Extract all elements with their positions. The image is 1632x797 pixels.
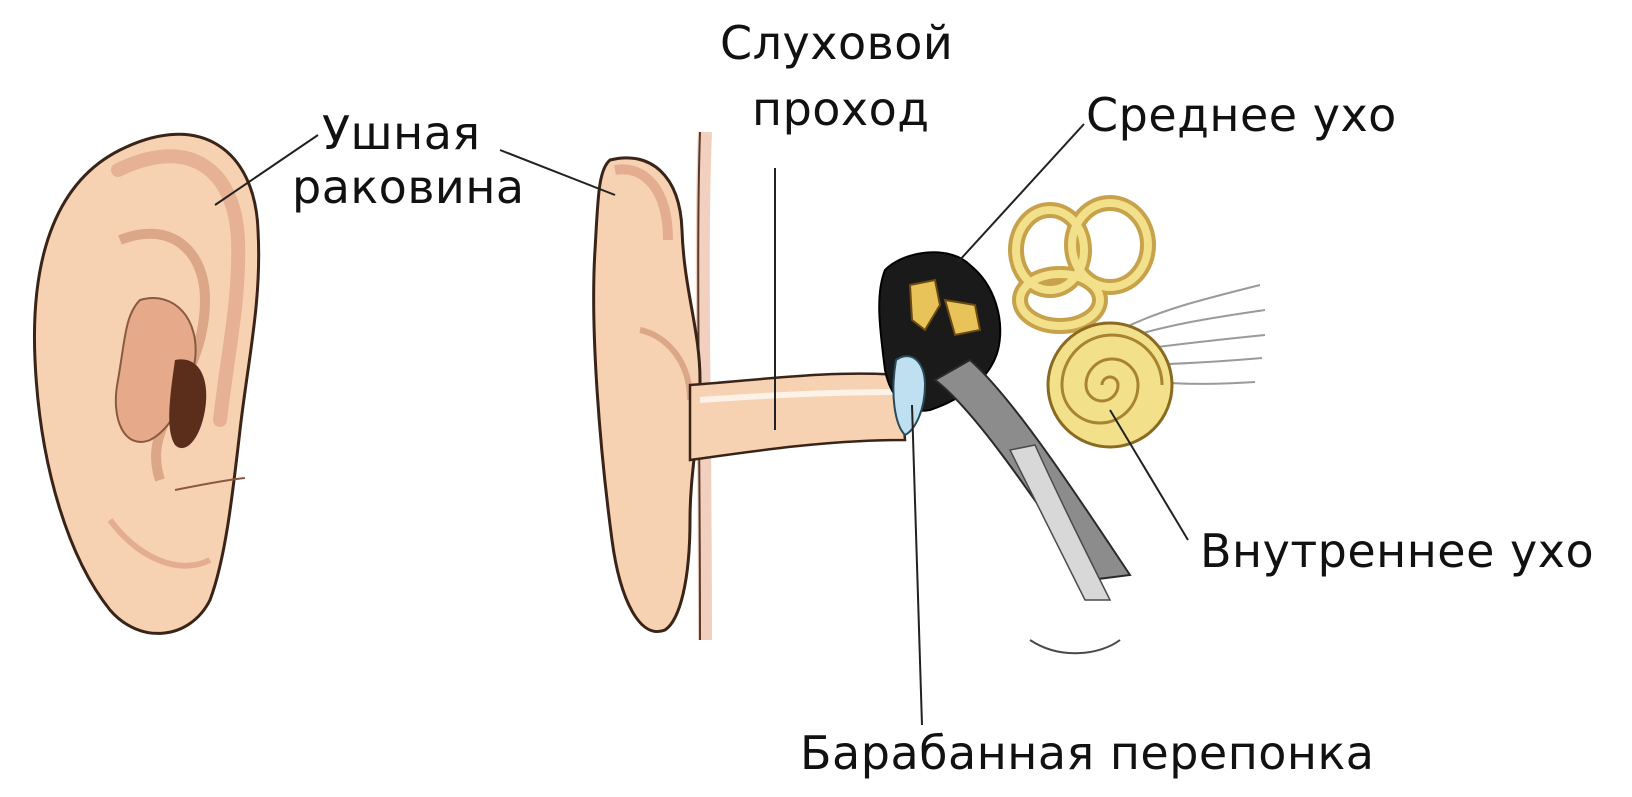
label-ear-canal-line2: проход	[752, 82, 953, 136]
external-ear-illustration	[34, 134, 258, 633]
label-ear-canal-line1: Слуховой	[720, 16, 953, 70]
leader-line-eardrum	[912, 405, 922, 725]
cochlea-illustration	[1048, 323, 1172, 447]
label-pinna: Ушная раковина	[322, 106, 525, 214]
label-pinna-line2: раковина	[292, 160, 525, 214]
label-middle-ear: Среднее ухо	[1086, 88, 1397, 142]
label-inner-ear: Внутреннее ухо	[1200, 524, 1594, 578]
label-pinna-line1: Ушная	[322, 106, 525, 160]
label-eardrum: Барабанная перепонка	[800, 726, 1374, 780]
ear-cross-section-illustration	[594, 132, 1265, 653]
label-ear-canal: Слуховой проход	[720, 16, 953, 136]
